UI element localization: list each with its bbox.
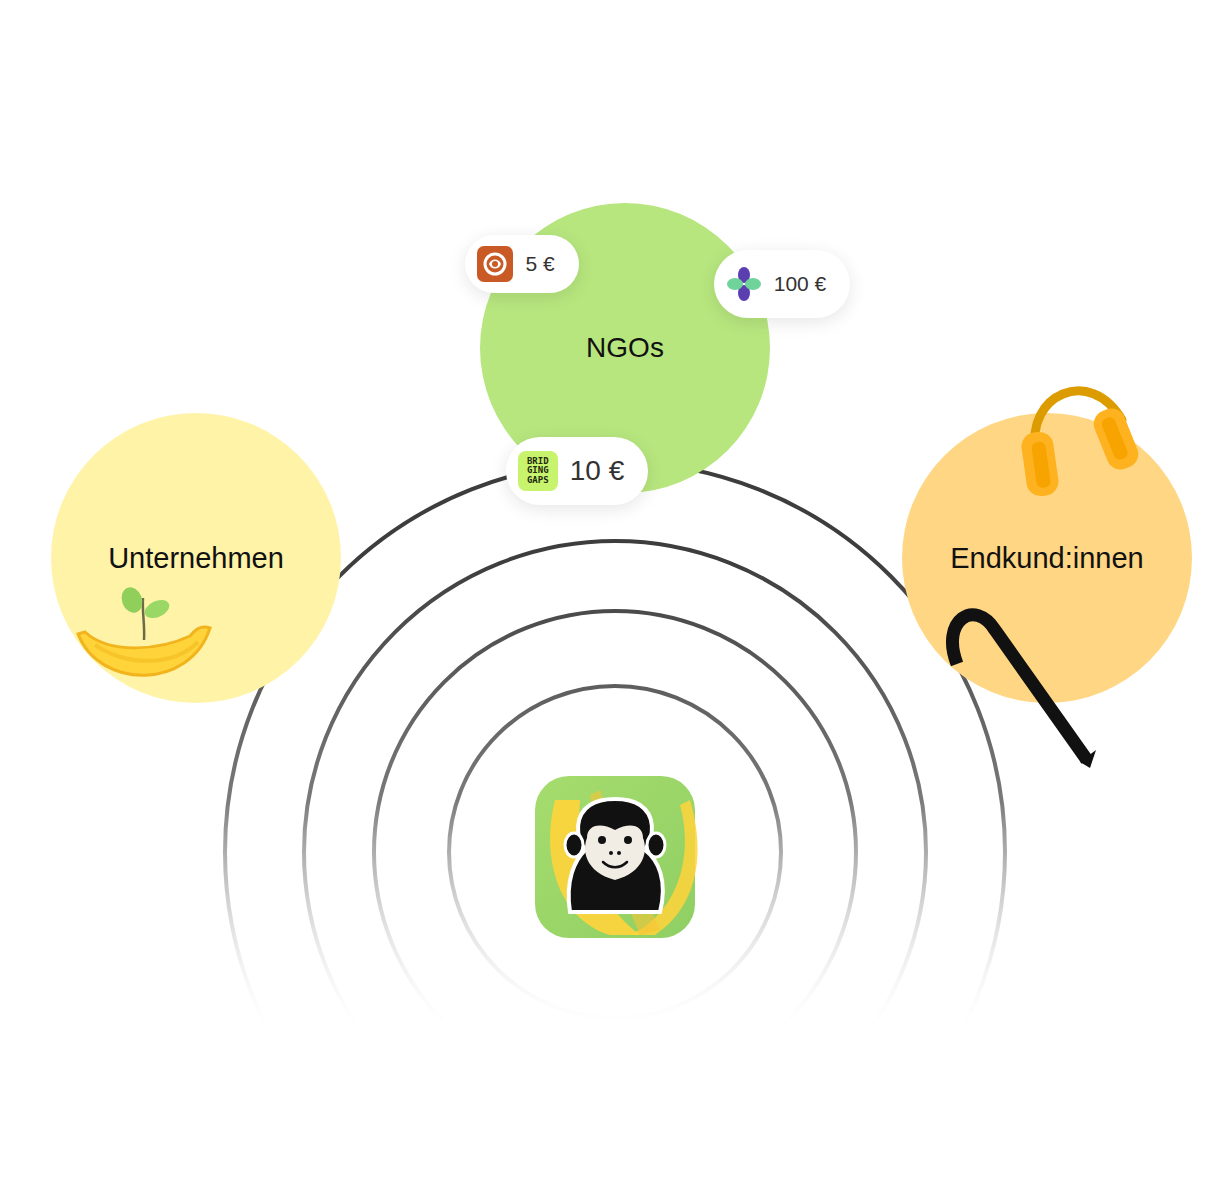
amount-pill: 100 € [714, 250, 851, 318]
app-icon [535, 776, 698, 938]
amount-label: 100 € [774, 272, 827, 296]
group-circle: Endkund:innen [902, 413, 1192, 703]
amount-label: 10 € [570, 455, 625, 487]
group-label: NGOs [586, 332, 664, 364]
signal-rings [225, 462, 1005, 1180]
amount-pill: 5 € [465, 235, 578, 293]
group-circle: Unternehmen [51, 413, 341, 703]
group-label: Unternehmen [108, 542, 284, 575]
ngo-logo-text: BRID GING GAPS [518, 451, 558, 491]
ngo-logo [726, 266, 762, 302]
group-label: Endkund:innen [950, 542, 1144, 575]
walking-cane [952, 615, 1096, 768]
ngo-logo [477, 246, 513, 282]
headphones [1020, 391, 1143, 498]
banana-sprout [78, 584, 210, 675]
amount-label: 5 € [525, 252, 554, 276]
amount-pill: BRID GING GAPS 10 € [506, 437, 649, 505]
